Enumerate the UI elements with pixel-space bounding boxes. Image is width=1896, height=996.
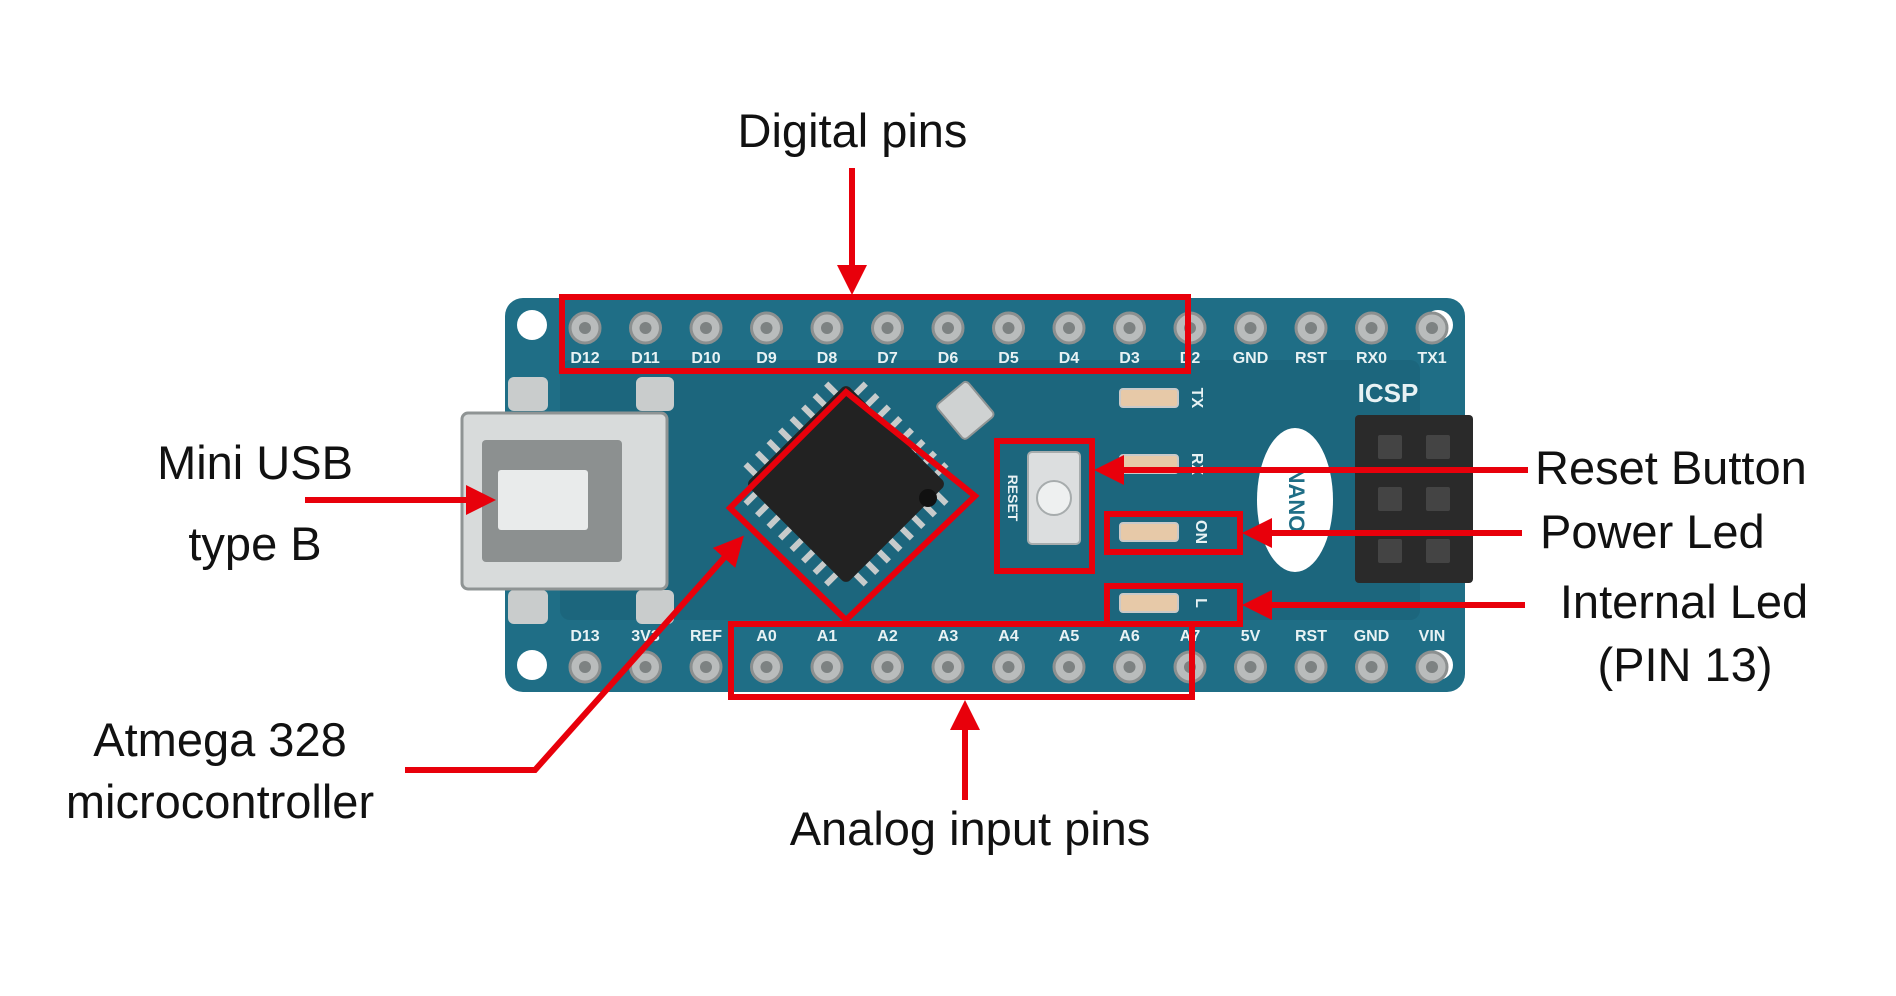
bottom-pin-hole	[821, 661, 833, 673]
top-pin-hole	[1245, 322, 1257, 334]
led-l	[1120, 594, 1178, 612]
top-pin-label: RX0	[1356, 350, 1387, 367]
bottom-pin-header: D133V3REFA0A1A2A3A4A5A6A75VRSTGNDVIN	[570, 628, 1447, 682]
bottom-pin-hole	[882, 661, 894, 673]
bottom-pin-label: RST	[1295, 628, 1327, 645]
usb-tab	[508, 377, 548, 411]
led-label-on: ON	[1192, 520, 1209, 544]
bottom-pin-hole	[1426, 661, 1438, 673]
bottom-pin-hole	[640, 661, 652, 673]
bottom-pin-label: REF	[690, 628, 722, 645]
top-pin-hole	[579, 322, 591, 334]
icsp-pin	[1378, 487, 1402, 511]
top-pin-hole	[1124, 322, 1136, 334]
bottom-pin-hole	[700, 661, 712, 673]
bottom-pin-label: D13	[570, 628, 599, 645]
chip-dot	[919, 489, 937, 507]
bottom-pin-label: A1	[817, 628, 838, 645]
led-tx	[1120, 389, 1178, 407]
bottom-pin-hole	[761, 661, 773, 673]
top-pin-label: D11	[631, 350, 660, 367]
usb-tab	[508, 590, 548, 624]
mounting-hole	[517, 650, 547, 680]
reset-button-cap	[1037, 481, 1071, 515]
atmega-label-line2: microcontroller	[30, 775, 410, 829]
bottom-pin-label: A6	[1119, 628, 1140, 645]
bottom-pin-hole	[1003, 661, 1015, 673]
bottom-pin-label: GND	[1354, 628, 1390, 645]
bottom-pin-hole	[1245, 661, 1257, 673]
icsp-pin	[1378, 539, 1402, 563]
top-pin-label: D7	[877, 350, 898, 367]
top-pin-hole	[1003, 322, 1015, 334]
internal-led-label-line2: (PIN 13)	[1580, 638, 1790, 692]
bottom-pin-hole	[579, 661, 591, 673]
usb-tab	[636, 377, 674, 411]
led-label-l: L	[1192, 598, 1209, 608]
top-pin-label: D3	[1119, 350, 1140, 367]
reset-silkscreen: RESET	[1005, 475, 1021, 522]
icsp-pin	[1426, 487, 1450, 511]
bottom-pin-label: A0	[756, 628, 777, 645]
bottom-pin-label: 5V	[1241, 628, 1261, 645]
mini-usb-connector-icon	[462, 377, 674, 624]
icsp-label: ICSP	[1358, 378, 1419, 408]
led-label-tx: TX	[1188, 388, 1205, 409]
digital-pins-label: Digital pins	[720, 104, 985, 158]
top-pin-label: D10	[691, 350, 720, 367]
top-pin-hole	[1426, 322, 1438, 334]
icsp-header-base	[1355, 415, 1473, 583]
led-on	[1120, 523, 1178, 541]
bottom-pin-label: VIN	[1419, 628, 1446, 645]
bottom-pin-label: A4	[998, 628, 1019, 645]
top-pin-hole	[821, 322, 833, 334]
bottom-pin-label: A3	[938, 628, 959, 645]
top-pin-label: TX1	[1417, 350, 1446, 367]
icsp-pin	[1426, 539, 1450, 563]
internal-led-label-line1: Internal Led	[1534, 575, 1834, 629]
mounting-hole	[517, 310, 547, 340]
top-pin-hole	[700, 322, 712, 334]
usb-tongue	[498, 470, 588, 530]
arduino-nano-board: RESET TX RX ON L NANO ICSP D12D11D10D9D8…	[462, 298, 1473, 692]
bottom-pin-hole	[1305, 661, 1317, 673]
top-pin-label: D6	[938, 350, 959, 367]
bottom-pin-label: A5	[1059, 628, 1080, 645]
top-pin-label: D9	[756, 350, 777, 367]
top-pin-header: D12D11D10D9D8D7D6D5D4D3D2GNDRSTRX0TX1	[570, 313, 1447, 367]
top-pin-hole	[1366, 322, 1378, 334]
top-pin-label: D8	[817, 350, 838, 367]
nano-logo-text: NANO	[1284, 468, 1309, 533]
top-pin-label: D12	[570, 350, 599, 367]
reset-button-label: Reset Button	[1535, 441, 1850, 495]
icsp-header	[1355, 415, 1473, 583]
bottom-pin-hole	[1063, 661, 1075, 673]
mini-usb-label-line1: Mini USB	[135, 436, 375, 490]
mini-usb-label-line2: type B	[160, 517, 350, 571]
top-pin-hole	[761, 322, 773, 334]
bottom-pin-hole	[1124, 661, 1136, 673]
top-pin-label: D5	[998, 350, 1019, 367]
icsp-pin	[1426, 435, 1450, 459]
bottom-pin-hole	[1366, 661, 1378, 673]
power-led-label: Power Led	[1540, 505, 1800, 559]
top-pin-hole	[882, 322, 894, 334]
top-pin-label: D4	[1059, 350, 1080, 367]
push-button-icon	[1028, 452, 1080, 544]
top-pin-hole	[942, 322, 954, 334]
top-pin-hole	[1063, 322, 1075, 334]
top-pin-label: RST	[1295, 350, 1327, 367]
bottom-pin-label: A2	[877, 628, 898, 645]
icsp-pin	[1378, 435, 1402, 459]
atmega-label-line1: Atmega 328	[60, 713, 380, 767]
analog-pins-label: Analog input pins	[760, 802, 1180, 856]
top-pin-hole	[1305, 322, 1317, 334]
bottom-pin-hole	[942, 661, 954, 673]
top-pin-label: GND	[1233, 350, 1269, 367]
top-pin-hole	[640, 322, 652, 334]
